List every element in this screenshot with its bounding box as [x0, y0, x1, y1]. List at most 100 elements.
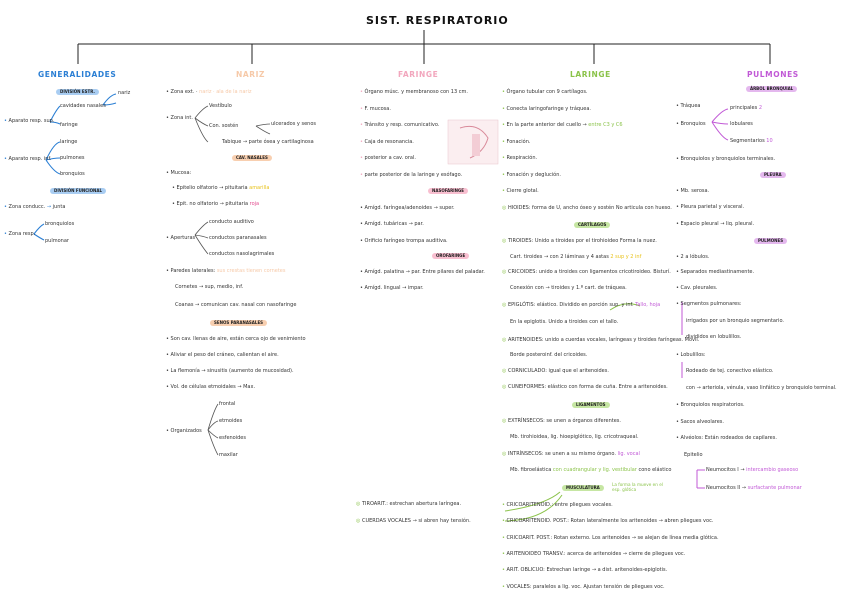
- pulm-lob-1: Rodeado de tej. conectivo elástico.: [686, 368, 774, 374]
- pulm-epitelio: Epitelio: [684, 452, 703, 458]
- nariz-vestibulo: Vestíbulo: [209, 103, 232, 109]
- pill-division-funcional: DIVISIÓN FUNCIONAL: [50, 188, 107, 194]
- faringe-naso-1: • Amígd. faríngea/adenoides → super.: [360, 205, 455, 211]
- nariz-epitelio: • Epitelio olfatorio → pituitaria amaril…: [172, 185, 270, 191]
- faringe-list-item: • F. mucosa.: [360, 105, 391, 112]
- pulm-neumo-1: Neumocitos I → intercambio gaseoso: [706, 467, 799, 473]
- nariz-ulcerados: ulcerados y senos: [271, 121, 316, 127]
- laringe-list-item: • Respiración.: [502, 155, 538, 161]
- pulm-pu-3: • Cav. pleurales.: [676, 285, 718, 291]
- laringe-tiroides: ◎ TIROIDES: Unido a tiroides por el tiro…: [502, 238, 657, 244]
- nariz-cond-paranasales: conductos paranasales: [209, 235, 267, 241]
- pulm-pu-6: divididos en lobulillos.: [686, 334, 742, 340]
- laringe-cricoides: ◎ CRICOIDES: unido a tiroides con ligame…: [502, 269, 671, 275]
- laringe-list-item: • Conecta laringofaringe y tráquea.: [502, 105, 591, 112]
- laringe-list-item: • Fonación.: [502, 138, 531, 145]
- nariz-senos-2: • Aliviar el peso del cráneo, calientan …: [166, 352, 279, 358]
- pulm-pl-2: • Pleura parietal y visceral.: [676, 204, 745, 210]
- faringe-list-item: • Caja de resonancia.: [360, 138, 414, 145]
- header-nariz: NARIZ: [236, 70, 266, 79]
- gen-pulmones: pulmones: [60, 155, 85, 161]
- nariz-senos-1: • Son cav. llenas de aire, están cerca o…: [166, 336, 306, 342]
- laringe-aritenoides: ◎ ARITENOIDES: unido a cuerdas vocales, …: [502, 337, 700, 343]
- pill-cartilagos: CARTÍLAGOS: [574, 222, 611, 228]
- nariz-tabique: Tabique → parte ósea y cartilaginosa: [222, 139, 314, 145]
- pulm-principales: principales 2: [730, 105, 763, 111]
- nariz-aperturas: • Aperturas: [166, 235, 196, 241]
- nariz-esfenoides: esfenoides: [219, 435, 246, 441]
- pulm-bronquios: • Bronquios: [676, 121, 706, 127]
- gen-laringe: laringe: [60, 139, 78, 145]
- musculatura-item: • ARIT. OBLICUO: Estrechan laringe → a d…: [502, 567, 668, 574]
- gen-faringe: faringe: [60, 122, 78, 128]
- faringe-naso-2: • Amígd. tubáricas → par.: [360, 221, 424, 227]
- pulm-pu-1: • 2 a lóbulos.: [676, 254, 710, 260]
- nariz-senos-3: • La flemonía → sinusitis (aumento de mu…: [166, 368, 294, 374]
- header-laringe: LARINGE: [570, 70, 611, 79]
- laringe-hioides: ◎ HIOIDES: forma de U, ancho óseo y sost…: [502, 205, 672, 211]
- laringe-list-item: • Órgano tubular con 9 cartílagos.: [502, 89, 588, 95]
- pulm-lob-2: con → arteriola, vénula, vaso linfático …: [686, 385, 837, 391]
- nariz-cornetes: Cornetes → sup, medio, inf.: [175, 284, 244, 290]
- pharynx-illustration: [447, 119, 499, 165]
- faringe-list-item: • Órgano músc. y membranoso con 13 cm.: [360, 89, 468, 95]
- pill-nasofaringe: NASOFARINGE: [428, 188, 469, 194]
- nariz-senos-4: • Vol. de células etmoidales → Max.: [166, 384, 256, 390]
- faringe-list-item: • parte posterior de la laringe y esófag…: [360, 171, 463, 178]
- laringe-epiglotis: ◎ EPIGLÓTIS: elástico. Dividido en porci…: [502, 302, 661, 308]
- gen-ap-sup: • Aparato resp. sup.: [4, 118, 55, 124]
- musculatura-item: • ARITENOIDEO TRANSV.: acerca de ariteno…: [502, 550, 686, 557]
- laringe-extrinsecos: ◎ EXTRÍNSECOS: se unen a órganos diferen…: [502, 418, 622, 424]
- nariz-cond-nasolac: conductos nasolagrimales: [209, 251, 275, 257]
- pulm-neumo-2: Neumocitos II → surfactante pulmonar: [706, 485, 802, 491]
- page-title: SIST. RESPIRATORIO: [366, 14, 509, 27]
- laringe-list-item: • En la parte anterior del cuello → entr…: [502, 122, 623, 128]
- pill-orofaringe: OROFARINGE: [432, 253, 470, 259]
- laringe-cuneiformes: ◎ CUNEIFORMES: elástico con forma de cuñ…: [502, 384, 668, 390]
- gen-zona-cond: • Zona conducc. → junta: [4, 204, 66, 210]
- musculatura-item: • CRICOARITENOID. POST.: Rotan lateralme…: [502, 518, 714, 525]
- nariz-organizados: • Organizados: [166, 428, 202, 434]
- laringe-tiroari: ◎ TIROARIT.: estrechan abertura laríngea…: [356, 501, 462, 507]
- nariz-conducto-audit: conducto auditivo: [209, 219, 254, 225]
- pill-pulmones: PULMONES: [754, 238, 788, 244]
- pulm-pl-3: • Espacio pleural → liq. pleural.: [676, 221, 755, 227]
- pulm-lobulares: lobulares: [730, 121, 753, 127]
- pulm-lobulillos: • Lobulillos:: [676, 352, 706, 358]
- nariz-zona-int: • Zona int.: [166, 115, 193, 121]
- gen-nariz: nariz: [118, 90, 131, 96]
- header-faringe: FARINGE: [398, 70, 439, 79]
- pulm-bronq-line: • Bronquiolos y bronquiolos terminales.: [676, 156, 776, 162]
- pill-ligamentos: LIGAMENTOS: [572, 402, 610, 408]
- pill-musculatura: MUSCULATURA: [562, 485, 604, 491]
- laringe-arit-1: Borde posteroinf. del cricoides.: [510, 352, 588, 358]
- nariz-con-sosten: Con. sostén: [209, 123, 239, 129]
- nariz-mucosa: • Mucosa:: [166, 170, 192, 176]
- gen-cavidades: cavidades nasales: [60, 103, 106, 109]
- faringe-list-item: • posterior a cav. oral.: [360, 155, 416, 161]
- faringe-naso-3: • Orificio faríngeo trompa auditiva.: [360, 238, 448, 244]
- gen-bronquios: bronquios: [60, 171, 85, 177]
- nariz-etmoides: etmoides: [219, 418, 243, 424]
- pulm-pu-5: irrigados por un bronquio segmentario.: [686, 318, 785, 324]
- laringe-list-item: • Fonación y deglución.: [502, 171, 561, 178]
- header-generalidades: GENERALIDADES: [38, 70, 117, 79]
- laringe-musc-note: La forma la mueve en el esp. glótica: [612, 482, 663, 492]
- pulm-pu-2: • Separados mediastinamente.: [676, 269, 755, 275]
- laringe-cart-1: Cart. tiroides → con 2 láminas y 4 astas…: [510, 254, 642, 260]
- laringe-ext-1: Mb. tirohioidea, lig. hioepiglótico, lig…: [510, 434, 639, 440]
- pulm-pl-1: • Mb. serosa.: [676, 188, 710, 194]
- laringe-intrinsecos: ◎ INTRÍNSECOS: se unen a su mismo órgano…: [502, 451, 640, 457]
- pulm-resp-2: • Sacos alveolares.: [676, 419, 725, 425]
- laringe-item3-accent: entre C3 y C6: [588, 122, 623, 128]
- pill-division-estructural: DIVISIÓN ESTR.: [56, 89, 99, 95]
- musculatura-item: • CRICOARITENOID.: entre pliegues vocale…: [502, 502, 613, 508]
- pulm-segmentarios: Segmentarios 10: [730, 138, 773, 144]
- gen-bronquiolos: bronquiolos: [45, 221, 75, 227]
- gen-ap-inf: • Aparato resp. inf.: [4, 156, 52, 162]
- faringe-oro-2: • Amígd. lingual → impar.: [360, 285, 424, 291]
- header-pulmones: PULMONES: [747, 70, 799, 79]
- pulm-pu-4: • Segmentos pulmonares:: [676, 301, 742, 307]
